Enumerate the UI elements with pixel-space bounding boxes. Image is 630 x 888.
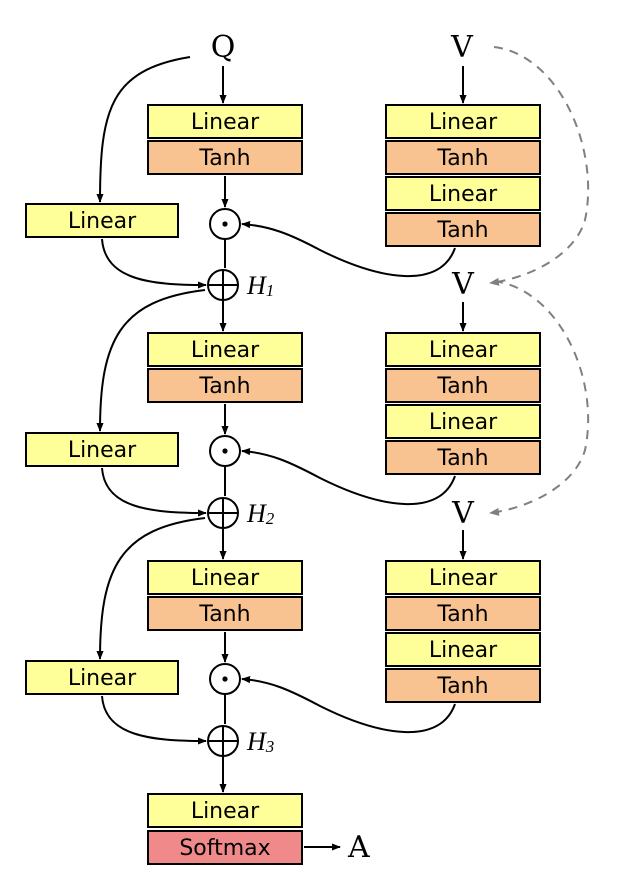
value-block-1: Linear Tanh Linear Tanh: [385, 104, 541, 247]
svg-text:Linear: Linear: [429, 638, 498, 663]
add-node-2: [207, 497, 239, 529]
value-block-2: Linear Tanh Linear Tanh: [385, 332, 541, 475]
hidden-label-1: H1: [246, 271, 274, 300]
value-label-2: V: [451, 267, 475, 302]
output-label: A: [347, 830, 370, 865]
svg-text:Tanh: Tanh: [436, 674, 488, 699]
svg-text:Linear: Linear: [429, 410, 498, 435]
svg-text:Linear: Linear: [191, 338, 260, 363]
hidden-label-3: H3: [246, 727, 274, 756]
query-linear-2: Linear: [147, 332, 303, 367]
skip-linear-3: Linear: [25, 660, 179, 695]
add-node-3: [207, 725, 239, 757]
svg-text:Linear: Linear: [191, 110, 260, 135]
value-reuse-dashed-arrows: [489, 46, 590, 516]
svg-text:Softmax: Softmax: [179, 836, 270, 861]
multiply-node-2: [209, 435, 241, 467]
value-block-3: Linear Tanh Linear Tanh: [385, 560, 541, 703]
svg-text:Linear: Linear: [429, 110, 498, 135]
svg-text:Linear: Linear: [429, 566, 498, 591]
svg-text:Linear: Linear: [429, 182, 498, 207]
output-linear: Linear: [147, 793, 303, 828]
svg-text:Tanh: Tanh: [198, 146, 250, 171]
query-label: Q: [211, 30, 236, 65]
skip-linear-1: Linear: [25, 203, 179, 238]
query-tanh-3: Tanh: [147, 596, 303, 631]
value-to-multiply-arrows: [241, 220, 456, 733]
add-node-1: [207, 269, 239, 301]
svg-text:Tanh: Tanh: [436, 446, 488, 471]
svg-text:Tanh: Tanh: [436, 146, 488, 171]
query-tanh-2: Tanh: [147, 368, 303, 403]
query-tanh-1: Tanh: [147, 140, 303, 175]
value-label-1: V: [450, 30, 474, 65]
query-flow-arrows: [219, 66, 229, 793]
svg-text:Linear: Linear: [191, 799, 260, 824]
svg-text:Tanh: Tanh: [198, 602, 250, 627]
skip-branch-arrows: [96, 56, 207, 745]
svg-text:Linear: Linear: [68, 666, 137, 691]
svg-text:Linear: Linear: [191, 566, 260, 591]
hidden-label-2: H2: [246, 499, 275, 528]
query-linear-1: Linear: [147, 104, 303, 139]
value-label-3: V: [451, 496, 475, 531]
output-softmax: Softmax: [147, 830, 303, 865]
svg-text:Tanh: Tanh: [436, 218, 488, 243]
query-linear-3: Linear: [147, 560, 303, 595]
multiply-node-3: [209, 663, 241, 695]
svg-text:Tanh: Tanh: [436, 374, 488, 399]
svg-text:Tanh: Tanh: [436, 602, 488, 627]
svg-text:Linear: Linear: [429, 338, 498, 363]
svg-text:Tanh: Tanh: [198, 374, 250, 399]
svg-text:Linear: Linear: [68, 209, 137, 234]
multiply-node-1: [209, 208, 241, 240]
skip-linear-2: Linear: [25, 432, 179, 467]
svg-text:Linear: Linear: [68, 438, 137, 463]
